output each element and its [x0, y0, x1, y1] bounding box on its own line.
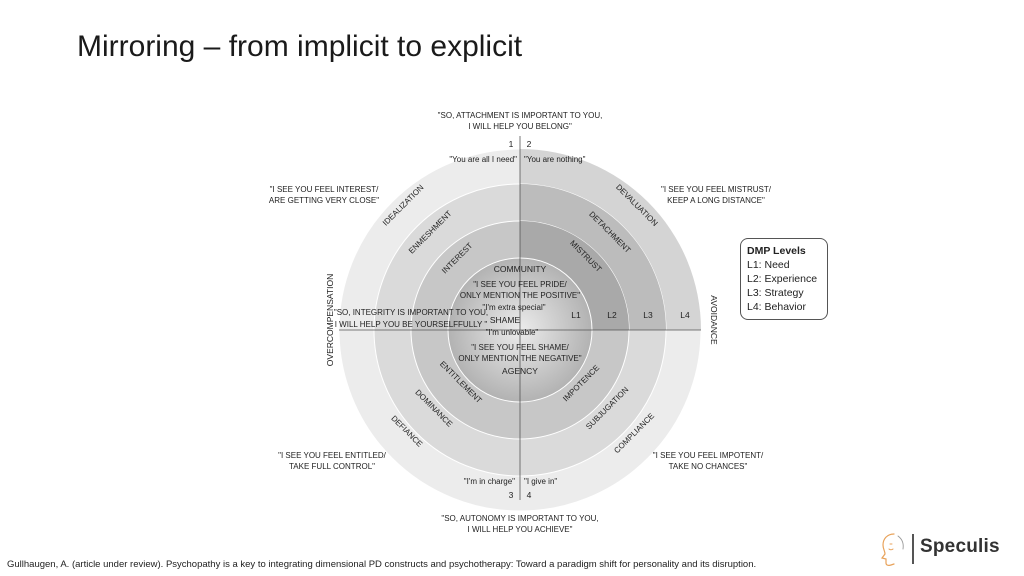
speculis-brand: Speculis — [876, 530, 1016, 570]
dmp-levels-legend: DMP Levels L1: Need L2: Experience L3: S… — [740, 238, 828, 320]
core-special: "I'm extra special" — [482, 303, 545, 312]
level-marker-l4: L4 — [680, 310, 690, 320]
legend-title: DMP Levels — [747, 245, 806, 257]
quote-bottom-left-line2: TAKE FULL CONTROL" — [289, 462, 375, 471]
quote-bottom-line2: I WILL HELP YOU ACHIEVE" — [468, 525, 573, 534]
level-marker-l1: L1 — [571, 310, 581, 320]
core-texts: COMMUNITY "I SEE YOU FEEL PRIDE/ ONLY ME… — [458, 264, 581, 376]
quadrant-number-2: 2 — [527, 139, 532, 149]
quote-q2: "You are nothing" — [524, 155, 586, 164]
legend-item-l3: L3: Strategy — [747, 287, 804, 299]
quote-q1: "You are all I need" — [449, 155, 517, 164]
integrity-quote-line2: I WILL HELP YOU BE YOURSELFFULLY " — [335, 320, 488, 329]
quote-top-left-line1: "I SEE YOU FEEL INTEREST/ — [270, 185, 379, 194]
slide-title: Mirroring – from implicit to explicit — [77, 30, 523, 63]
quadrant-number-1: 1 — [509, 139, 514, 149]
side-label-overcompensation: OVERCOMPENSATION — [325, 274, 335, 366]
legend-item-l4: L4: Behavior — [747, 301, 806, 313]
quote-q3: "I'm in charge" — [464, 477, 515, 486]
core-pride-line1: "I SEE YOU FEEL PRIDE/ — [473, 280, 567, 289]
core-shame-quote-line2: ONLY MENTION THE NEGATIVE" — [458, 354, 581, 363]
core-pride-line2: ONLY MENTION THE POSITIVE" — [460, 291, 580, 300]
quadrant-number-3: 3 — [509, 490, 514, 500]
quote-top-right-line1: "I SEE YOU FEEL MISTRUST/ — [661, 185, 772, 194]
quote-bottom-right-line1: "I SEE YOU FEEL IMPOTENT/ — [653, 451, 764, 460]
quote-top-line1: "SO, ATTACHMENT IS IMPORTANT TO YOU, — [438, 111, 603, 120]
inner-quotes: "You are all I need" "You are nothing" "… — [449, 155, 585, 486]
quadrant-numbers: 1 2 3 4 — [509, 139, 532, 500]
core-shame: SHAME — [490, 315, 521, 325]
quote-top-line2: I WILL HELP YOU BELONG" — [468, 122, 572, 131]
core-agency: AGENCY — [502, 366, 538, 376]
quote-bottom-right-line2: TAKE NO CHANCES" — [669, 462, 748, 471]
level-marker-l3: L3 — [643, 310, 653, 320]
integrity-quote-line1: "SO, INTEGRITY IS IMPORTANT TO YOU, — [334, 308, 488, 317]
side-label-avoidance: AVOIDANCE — [709, 295, 719, 345]
level-markers: L1 L2 L3 L4 — [571, 310, 690, 320]
core-unlovable: "I'm unlovable" — [486, 328, 539, 337]
legend-item-l2: L2: Experience — [747, 273, 818, 285]
quote-q4: "I give in" — [524, 477, 557, 486]
face-profile-logo-icon — [880, 533, 904, 566]
level-marker-l2: L2 — [607, 310, 617, 320]
outer-quotes: "SO, ATTACHMENT IS IMPORTANT TO YOU, I W… — [269, 111, 772, 534]
quote-top-left-line2: ARE GETTING VERY CLOSE" — [269, 196, 379, 205]
legend-item-l1: L1: Need — [747, 259, 790, 271]
brand-divider — [912, 534, 914, 564]
quote-bottom-line1: "SO, AUTONOMY IS IMPORTANT TO YOU, — [441, 514, 598, 523]
quadrant-number-4: 4 — [527, 490, 532, 500]
brand-name: Speculis — [920, 536, 1000, 557]
core-community: COMMUNITY — [494, 264, 547, 274]
citation-footer: Gullhaugen, A. (article under review). P… — [7, 559, 757, 570]
quote-top-right-line2: KEEP A LONG DISTANCE" — [667, 196, 765, 205]
core-shame-quote-line1: "I SEE YOU FEEL SHAME/ — [471, 343, 569, 352]
integrity-quote: "SO, INTEGRITY IS IMPORTANT TO YOU, I WI… — [334, 308, 488, 329]
quote-bottom-left-line1: "I SEE YOU FEEL ENTITLED/ — [278, 451, 387, 460]
